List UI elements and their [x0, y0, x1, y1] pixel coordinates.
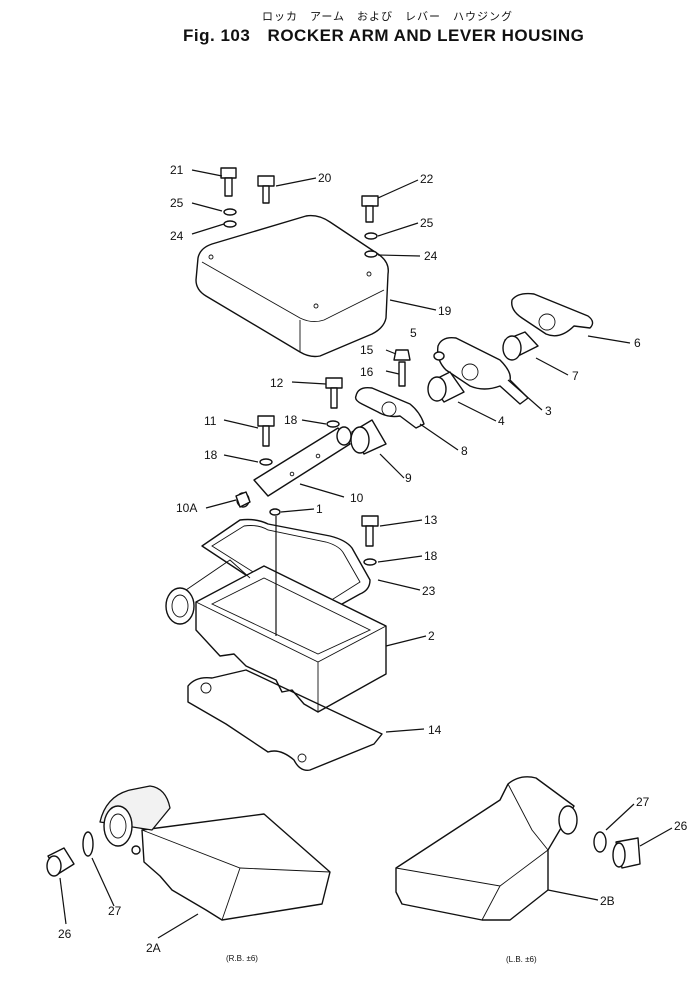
ring-part-1 — [269, 508, 281, 516]
callout-5: 5 — [410, 326, 417, 340]
plug-part-26b — [612, 837, 641, 869]
callout-21: 21 — [170, 163, 184, 177]
figure-title: Fig. 103 ROCKER ARM AND LEVER HOUSING — [183, 26, 596, 46]
plug-part-10A — [235, 491, 251, 508]
bolt-part-21 — [220, 167, 237, 197]
callout-26b: 26 — [674, 819, 688, 833]
bolt-part-22 — [361, 195, 379, 223]
callout-6: 6 — [634, 336, 641, 350]
figure-header: ロッカ アーム および レバー ハウジング Fig. 103 ROCKER AR… — [0, 0, 692, 56]
figure-title-japanese: ロッカ アーム および レバー ハウジング — [262, 10, 514, 23]
callout-27a: 27 — [108, 904, 122, 918]
leader-lines — [59, 169, 673, 939]
rocker-arm-part-3 — [436, 336, 529, 405]
shaft-part-10 — [253, 426, 352, 497]
callout-22: 22 — [420, 172, 434, 186]
housing-part-2 — [165, 559, 387, 713]
callout-1: 1 — [316, 502, 323, 516]
callout-2: 2 — [428, 629, 435, 643]
ball-part-5 — [433, 351, 445, 361]
callout-24b: 24 — [424, 249, 438, 263]
callout-23: 23 — [422, 584, 436, 598]
bushing-part-7 — [502, 331, 539, 361]
callout-16: 16 — [360, 365, 374, 379]
stud-part-16 — [398, 361, 406, 387]
bolt-part-12 — [325, 377, 343, 409]
o-ring-part-27b — [593, 831, 607, 853]
washer-part-25a — [223, 208, 237, 216]
bushing-part-4 — [427, 371, 465, 403]
bolt-part-13 — [361, 515, 379, 547]
bushing-part-9 — [350, 419, 387, 455]
washer-part-25b — [364, 232, 378, 240]
washer-part-24b — [364, 250, 378, 258]
cover-part-19 — [195, 214, 389, 358]
housing-part-2B — [395, 776, 578, 921]
callout-10A: 10A — [176, 501, 197, 515]
washer-part-18b — [259, 458, 273, 466]
figure-number: Fig. 103 — [183, 26, 251, 45]
figure-title-english: ROCKER ARM AND LEVER HOUSING — [267, 26, 585, 45]
note-rb: (R.B. ±6) — [226, 954, 258, 963]
callout-25b: 25 — [420, 216, 434, 230]
callout-24a: 24 — [170, 229, 184, 243]
callout-18a: 18 — [284, 413, 298, 427]
bolt-part-20 — [257, 175, 275, 204]
callout-18c: 18 — [424, 549, 438, 563]
callout-13: 13 — [424, 513, 438, 527]
rocker-arm-part-6 — [511, 292, 594, 337]
gasket-part-14 — [187, 669, 383, 771]
part-callouts: 21 20 22 25 24 25 24 19 6 5 7 3 4 8 9 10… — [58, 163, 688, 955]
callout-20: 20 — [318, 171, 332, 185]
callout-7: 7 — [572, 369, 579, 383]
callout-9: 9 — [405, 471, 412, 485]
callout-2B: 2B — [600, 894, 615, 908]
bolt-part-15 — [393, 349, 411, 361]
o-ring-part-27a — [82, 831, 94, 857]
washer-part-18a — [326, 420, 340, 428]
housing-part-2A — [99, 785, 331, 921]
plug-part-26a — [46, 847, 75, 877]
callout-2A: 2A — [146, 941, 161, 955]
callout-27b: 27 — [636, 795, 650, 809]
callout-11: 11 — [204, 414, 217, 428]
callout-14: 14 — [428, 723, 442, 737]
callout-12: 12 — [270, 376, 284, 390]
washer-part-18c — [363, 558, 377, 566]
callout-8: 8 — [461, 444, 468, 458]
callout-15: 15 — [360, 343, 374, 357]
callout-19: 19 — [438, 304, 452, 318]
bolt-part-11 — [257, 415, 275, 447]
callout-26a: 26 — [58, 927, 72, 941]
callout-18b: 18 — [204, 448, 218, 462]
callout-4: 4 — [498, 414, 505, 428]
rocker-arm-part-8 — [354, 386, 425, 429]
washer-part-24a — [223, 220, 237, 228]
callout-3: 3 — [545, 404, 552, 418]
note-lb: (L.B. ±6) — [506, 955, 537, 964]
callout-10: 10 — [350, 491, 364, 505]
callout-25a: 25 — [170, 196, 184, 210]
